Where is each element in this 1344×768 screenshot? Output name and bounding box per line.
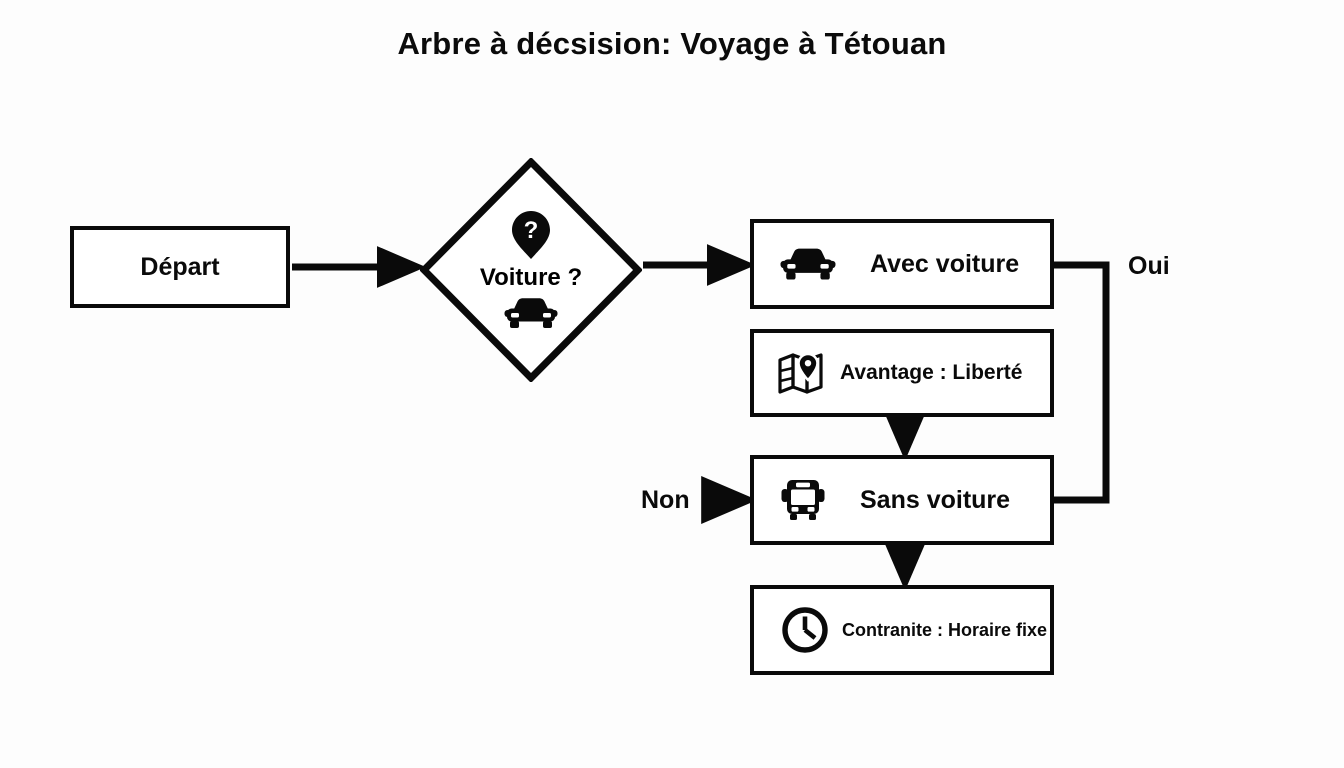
node-avec-voiture[interactable]: Avec voiture — [750, 219, 1054, 309]
clock-icon — [780, 605, 830, 655]
node-sans-voiture[interactable]: Sans voiture — [750, 455, 1054, 545]
question-pin-icon: ? — [510, 210, 552, 260]
page-title: Arbre à décsision: Voyage à Tétouan — [397, 26, 947, 61]
node-depart[interactable]: Départ — [70, 226, 290, 308]
bus-icon — [780, 477, 826, 523]
diamond-shape — [420, 158, 642, 382]
node-contrainte-label: Contranite : Horaire fixe — [842, 619, 1048, 640]
map-pin-icon — [778, 351, 824, 395]
node-depart-label: Départ — [140, 252, 220, 281]
svg-text:?: ? — [524, 217, 539, 244]
node-avantage-label: Avantage : Liberté — [840, 361, 1023, 384]
node-avec-voiture-label: Avec voiture — [870, 249, 1020, 278]
edge-avec-voiture-to-sans-voiture-oui — [1054, 261, 1110, 504]
node-avantage[interactable]: Avantage : Liberté — [750, 329, 1054, 417]
node-contrainte[interactable]: Contranite : Horaire fixe — [750, 585, 1054, 675]
edge-label-non: Non — [641, 486, 690, 514]
node-decision-label: Voiture ? — [479, 264, 583, 291]
node-decision-voiture[interactable]: ? Voiture ? — [420, 158, 642, 382]
car-icon — [780, 246, 836, 282]
car-icon — [504, 296, 558, 330]
node-sans-voiture-label: Sans voiture — [860, 485, 1011, 514]
edge-label-oui: Oui — [1128, 252, 1170, 280]
